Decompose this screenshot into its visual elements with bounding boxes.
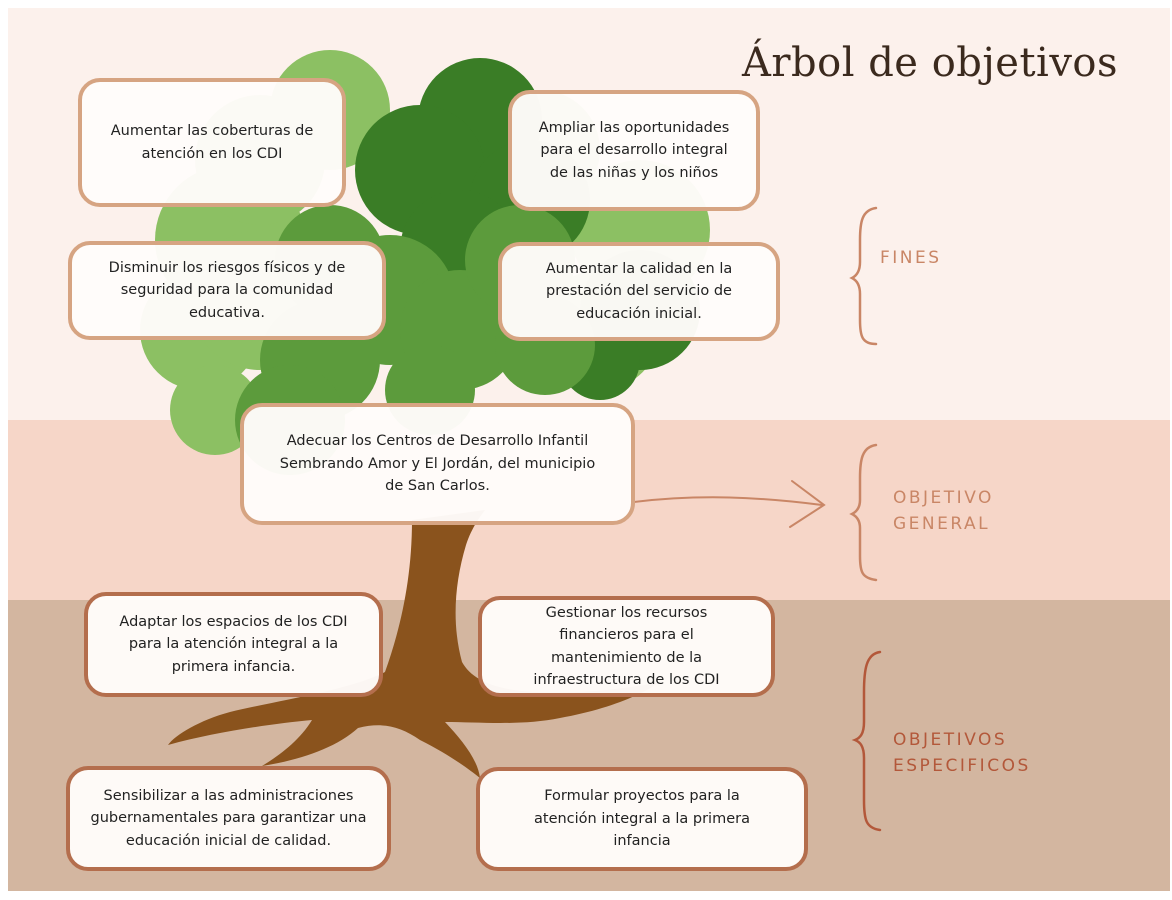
tree-trunk	[168, 510, 660, 778]
specific-objective-box: Formular proyectos para la atención inte…	[476, 767, 808, 871]
general-objective-box: Adecuar los Centros de Desarrollo Infant…	[240, 403, 635, 525]
section-label-specific: OBJETIVOS ESPECIFICOS	[893, 730, 1031, 777]
specific-objective-box: Adaptar los espacios de los CDI para la …	[84, 592, 383, 697]
diagram-title: Árbol de objetivos	[742, 40, 1119, 86]
fin-box: Aumentar las coberturas de atención en l…	[78, 78, 346, 207]
specific-objective-box: Gestionar los recursos financieros para …	[478, 596, 775, 697]
fin-box: Disminuir los riesgos físicos y de segur…	[68, 241, 386, 340]
specific-objective-box: Sensibilizar a las administraciones gube…	[66, 766, 391, 871]
arrow-to-general-label	[633, 480, 826, 528]
brace-specific	[851, 650, 882, 832]
brace-general	[849, 443, 878, 582]
section-label-fines: FINES	[880, 248, 942, 268]
fin-box: Ampliar las oportunidades para el desarr…	[508, 90, 760, 211]
brace-fines	[849, 206, 878, 346]
fin-box: Aumentar la calidad en la prestación del…	[498, 242, 780, 341]
section-label-general: OBJETIVO GENERAL	[893, 488, 994, 535]
